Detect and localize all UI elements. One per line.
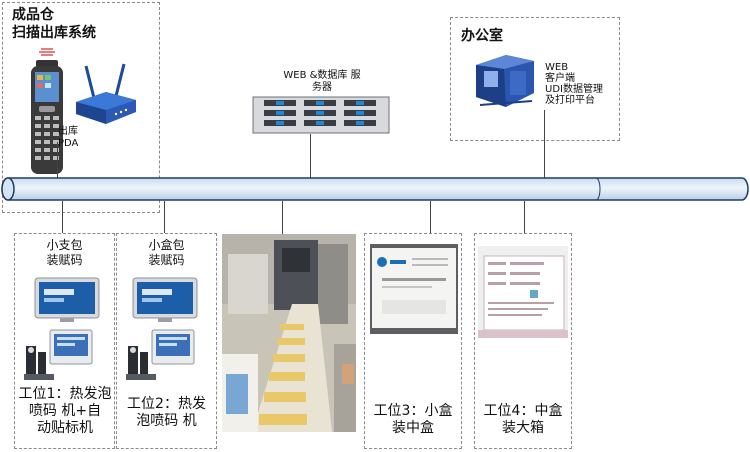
pda-label: 出库 PDA — [58, 126, 79, 149]
connector-warehouse — [57, 142, 58, 179]
station2-box — [116, 233, 217, 449]
connector-station4 — [524, 201, 525, 233]
server-rack-icon — [252, 96, 390, 134]
warehouse-title: 成品仓 扫描出库系统 — [12, 7, 96, 41]
pda-icon — [28, 48, 66, 176]
station3-box — [364, 233, 462, 449]
touch-monitor-icon — [132, 277, 198, 323]
network-bus — [0, 176, 750, 202]
station4-name: 工位4：中盒 装大箱 — [483, 403, 563, 436]
connector-office — [544, 110, 545, 179]
connector-station1 — [62, 201, 63, 233]
connector-station2 — [164, 201, 165, 233]
web-client-label: WEB 客户端 UDI数据管理 及打印平台 — [545, 62, 603, 106]
station2-name: 工位2：热发 泡喷码 机 — [127, 396, 206, 429]
label-card-photo — [370, 244, 458, 334]
connector-station3 — [430, 201, 431, 233]
connector-line-photo — [282, 201, 283, 234]
station1-subtitle: 小支包 装赋码 — [46, 238, 83, 267]
station4-box — [474, 233, 572, 449]
inkjet-printer-icon — [22, 326, 96, 384]
touch-monitor-icon — [34, 277, 100, 323]
warehouse-box — [2, 2, 160, 213]
label-card-photo — [478, 246, 568, 338]
connector-server — [310, 134, 311, 179]
office-title: 办公室 — [461, 28, 503, 44]
station3-name: 工位3：小盒 装中盒 — [373, 403, 453, 436]
production-line-photo — [222, 234, 356, 432]
server-label: WEB &数据库 服 务器 — [283, 70, 361, 93]
office-workstation-icon — [472, 51, 536, 111]
station1-box — [14, 233, 115, 449]
office-box — [450, 17, 620, 141]
inkjet-printer-icon — [124, 326, 198, 384]
station1-name: 工位1：热发泡 喷码 机+自 动贴标机 — [18, 386, 112, 436]
router-icon — [72, 62, 138, 132]
station2-subtitle: 小盒包 装赋码 — [148, 238, 185, 267]
